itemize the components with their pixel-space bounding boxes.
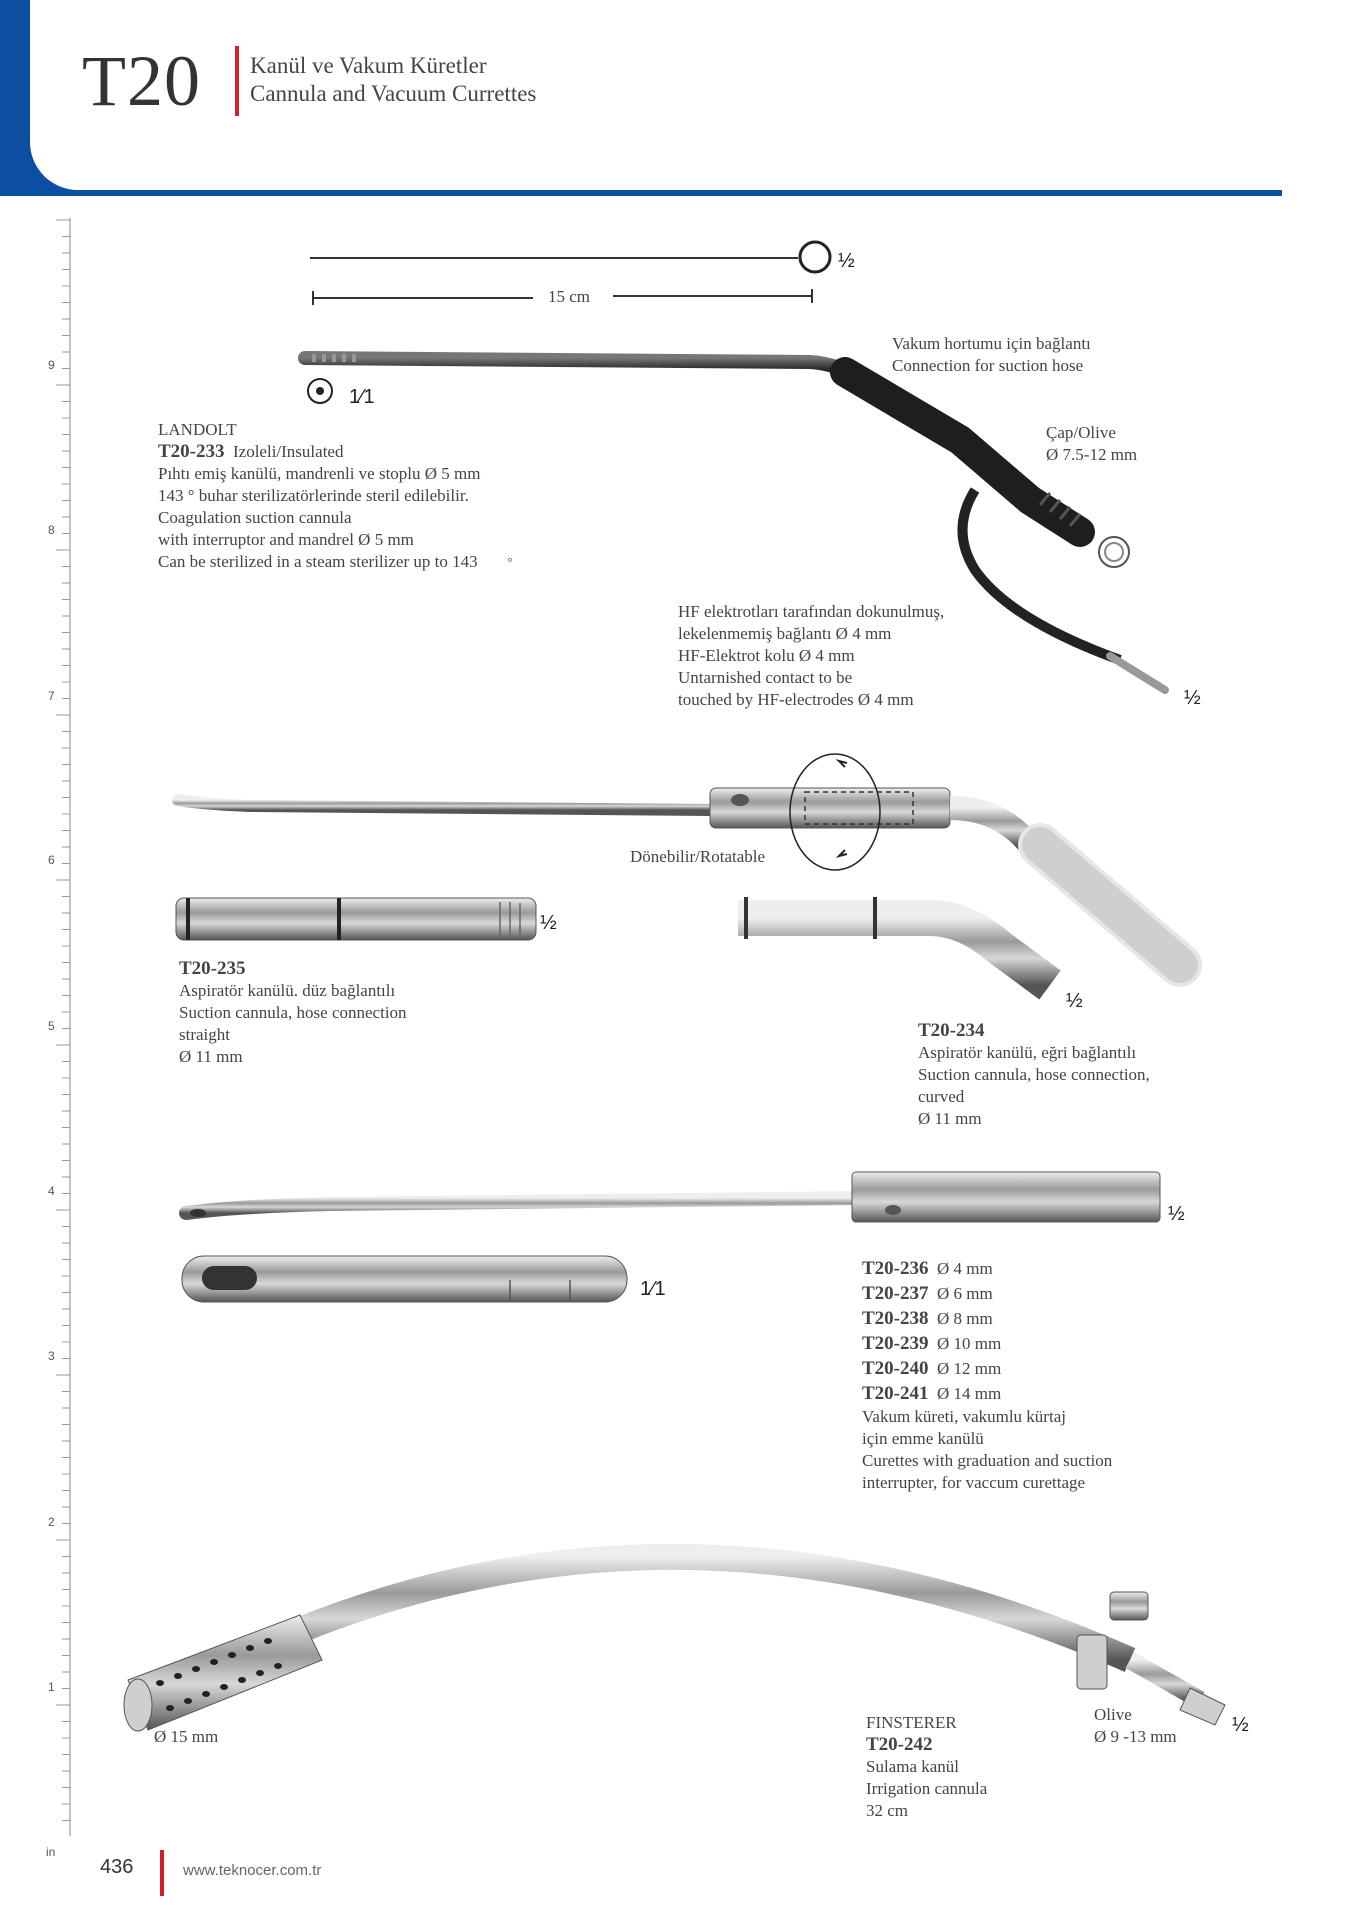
straight-connector [175,897,537,941]
product-code: T20-233 [158,441,225,462]
product-code: T20-237 [862,1283,929,1304]
product-code: T20-241 [862,1383,929,1404]
product-code: T20-239 [862,1333,929,1354]
title-en: Cannula and Vacuum Currettes [250,81,537,106]
product-code: T20-234 [918,1020,985,1041]
ruler-label-9: 9 [48,358,55,372]
ruler-label-1: 1 [48,1680,55,1694]
scale-bar [312,289,813,305]
ratio-electrode-tip: ½ [1184,687,1201,709]
product-code: T20-242 [866,1734,933,1755]
page-title: Kanül ve Vakum Küretler Cannula and Vacu… [250,52,536,108]
ratio-cannula-tip: 1⁄1 [349,386,375,408]
product-code: T20-238 [862,1308,929,1329]
ruler-label-7: 7 [48,689,55,703]
header-divider [235,46,239,116]
ratio-curved-connector: ½ [1066,990,1083,1012]
mandrel-wire [310,240,832,274]
ruler-label-3: 3 [48,1349,55,1363]
landolt-description: LANDOLT T20-233 Izoleli/Insulated Pıhtı … [158,420,513,571]
ruler-label-8: 8 [48,523,55,537]
vacuum-curette [179,1171,1161,1223]
ratio-straight-connector: ½ [540,912,557,934]
rotatable-suction-cannula [172,753,1202,987]
website-link[interactable]: www.teknocer.com.tr [183,1862,322,1879]
tip-diameter: Ø 15 mm [154,1727,219,1746]
rotatable-label: Dönebilir/Rotatable [630,847,766,866]
scale-length: 15 cm [548,287,591,306]
finsterer-description: FINSTERER T20-242 Sulama kanül Irrigatio… [866,1713,988,1820]
product-code: T20-240 [862,1358,929,1379]
section-code: T20 [82,41,201,121]
hose-connection-label: Vakum hortumu için bağlantı Connection f… [892,334,1091,375]
landolt-cannula [298,351,1169,694]
ruler-label-4: 4 [48,1184,55,1198]
product-code: T20-235 [179,958,246,979]
side-ruler [56,218,71,1836]
t20-235-description: T20-235 Aspiratör kanülü. düz bağlantılı… [179,958,407,1066]
ratio-curette-detail: 1⁄1 [640,1278,666,1300]
bottom-olive-label: Olive Ø 9 -13 mm [1094,1705,1177,1746]
ratio-wire: ½ [838,250,855,272]
t20-234-description: T20-234 Aspiratör kanülü, eğri bağlantıl… [918,1020,1150,1128]
olive-label: Çap/Olive Ø 7.5-12 mm [1046,423,1138,464]
page-number: 436 [100,1856,134,1878]
curette-tip-detail [181,1255,628,1303]
ruler-label-6: 6 [48,853,55,867]
ratio-curette: ½ [1168,1203,1185,1225]
footer-divider [160,1850,164,1896]
title-tr: Kanül ve Vakum Küretler [250,53,487,78]
curved-connector [738,897,1061,1000]
finsterer-irrigation-cannula [123,1543,1226,1732]
ruler-label-2: 2 [48,1515,55,1529]
ratio-irrigation: ½ [1232,1714,1249,1736]
ruler-label-in: in [46,1845,56,1859]
ruler-label-5: 5 [48,1019,55,1033]
curette-list: T20-236 Ø 4 mm T20-237 Ø 6 mm T20-238 Ø … [862,1258,1113,1492]
product-code: T20-236 [862,1258,929,1279]
hf-electrode-description: HF elektrotları tarafından dokunulmuş, l… [678,602,945,709]
